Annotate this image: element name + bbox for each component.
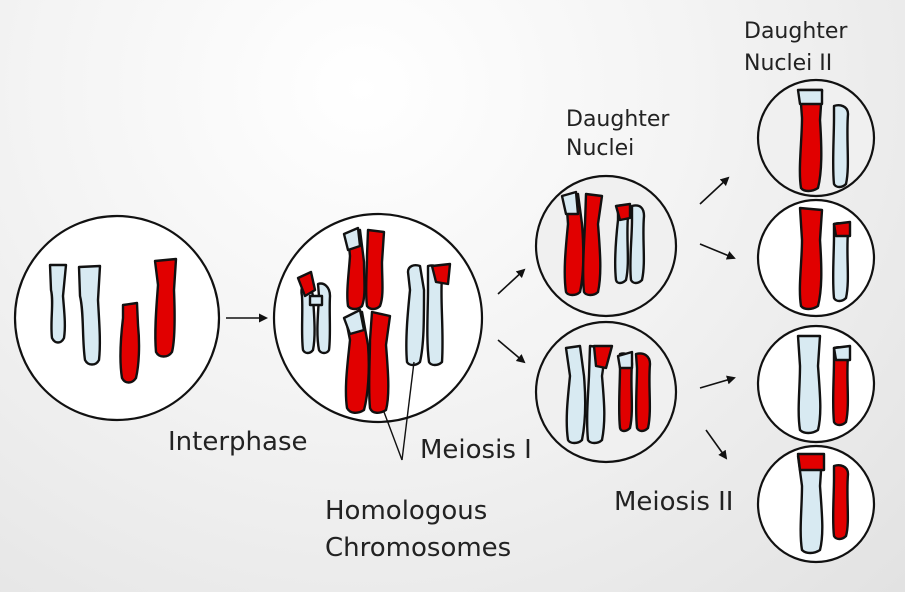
label-meiosis1: Meiosis I [420, 435, 532, 465]
label-homologous-line1: Homologous [325, 496, 487, 526]
arrow-to-nuclei2-3 [699, 375, 736, 389]
label-daughter-line2: Nuclei [566, 136, 634, 161]
nucleus2-1 [756, 78, 876, 198]
meiosis1-cell [272, 212, 484, 424]
nucleus2-3 [756, 324, 876, 444]
arrow-to-daughter-top [497, 268, 526, 295]
arrow-to-nuclei2-1 [699, 176, 730, 205]
interphase-chromatid-blue-2 [77, 264, 102, 366]
interphase-chromatid-red-1 [119, 301, 141, 384]
arrow-to-nuclei2-2 [699, 243, 736, 260]
interphase-nucleus [13, 214, 221, 422]
label-homologous-line2: Chromosomes [325, 533, 511, 563]
meiosis1-blue-pair-left [296, 270, 332, 355]
label-interphase: Interphase [168, 427, 307, 457]
label-daughter2-line2: Nuclei II [744, 51, 832, 76]
interphase-chromatid-red-2 [153, 257, 178, 358]
daughter-nucleus-top [534, 174, 678, 318]
label-meiosis2: Meiosis II [614, 487, 733, 517]
interphase-chromatid-blue-1 [48, 263, 68, 344]
interphase-cell [13, 214, 221, 422]
homologous-pointer-lines [383, 361, 415, 461]
nucleus2-4 [756, 444, 876, 564]
daughter-nucleus-bottom [534, 320, 678, 464]
nucleus2-2 [756, 198, 876, 318]
arrow-to-daughter-bottom [497, 339, 526, 364]
label-daughter2-line1: Daughter [744, 19, 848, 44]
meiosis1-red-x-top [342, 226, 386, 311]
meiosis1-blue-pair-right [405, 262, 452, 367]
meiosis1-red-x-bottom [342, 308, 392, 414]
label-daughter-line1: Daughter [566, 107, 670, 132]
arrow-to-nuclei2-4 [705, 429, 728, 460]
